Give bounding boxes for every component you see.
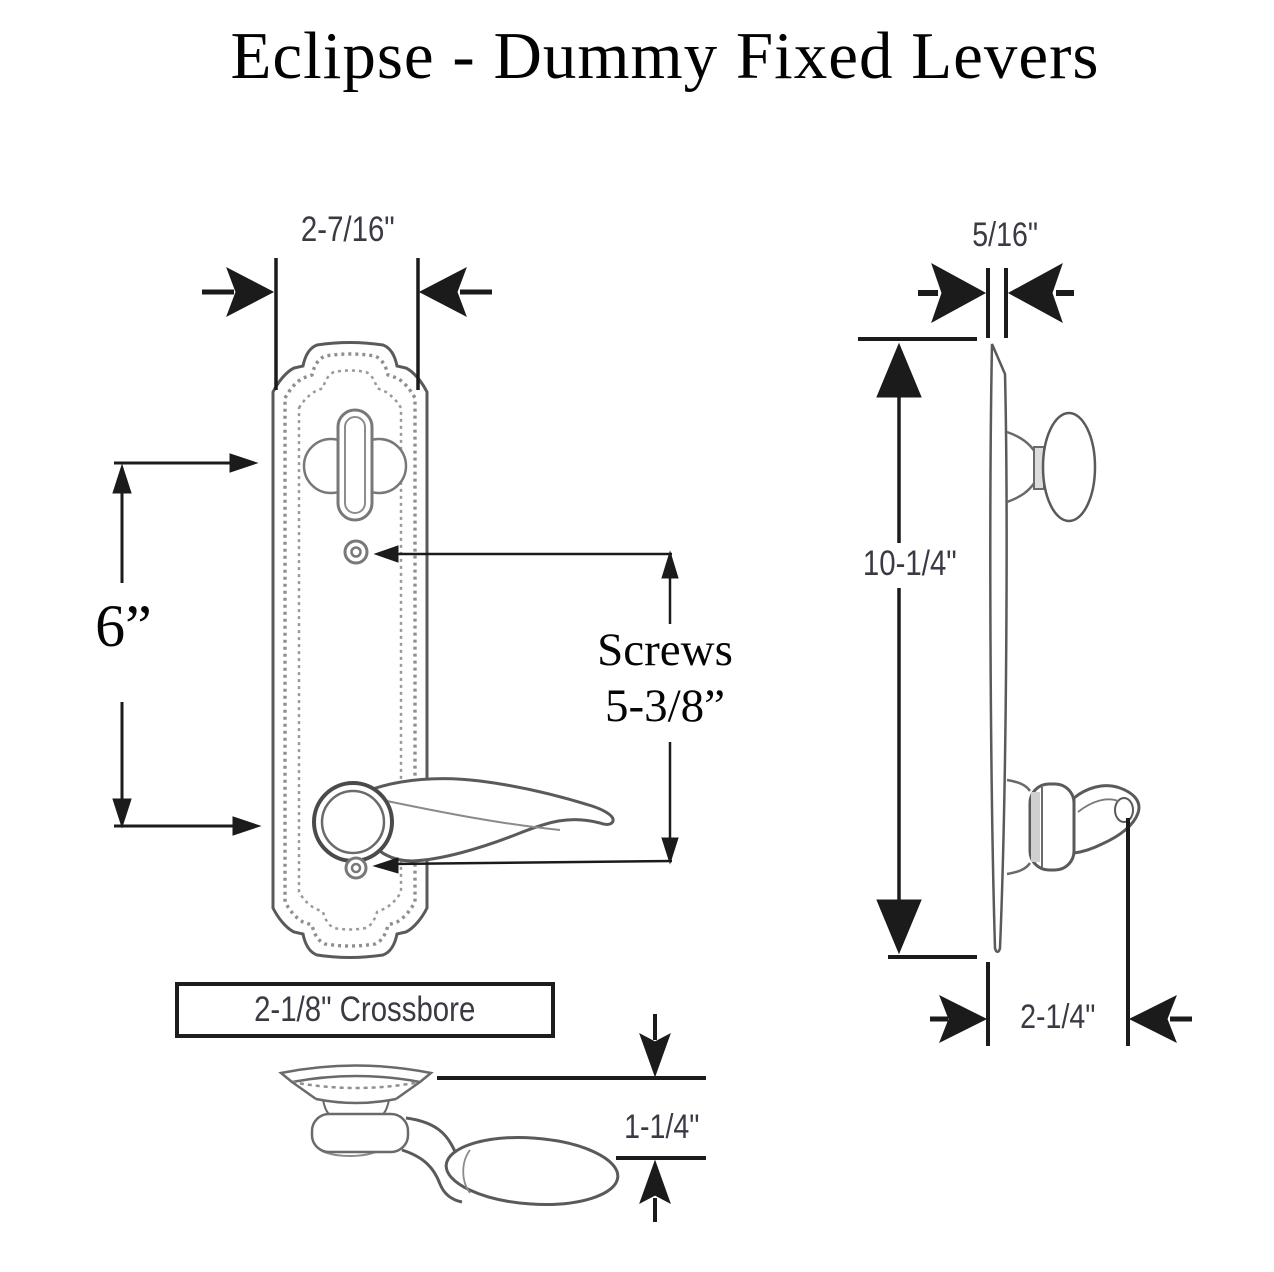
arrow-left-icon <box>418 266 467 318</box>
side-height-label: 10-1/4" <box>852 544 967 584</box>
front-height-label: 6” <box>95 593 152 659</box>
arrow-up-icon <box>639 1159 671 1205</box>
screw-hole-bottom <box>344 856 368 880</box>
arrow-up-icon <box>112 463 132 494</box>
screws-label: Screws 5-3/8” <box>585 622 745 734</box>
screws-dimension <box>372 545 679 874</box>
front-view-drawing <box>271 341 615 959</box>
end-view-lever <box>401 1116 620 1206</box>
lever-height-value: 1-1/4" <box>624 1108 700 1146</box>
arrow-right-icon <box>931 262 987 324</box>
crossbore-box: 2-1/8" Crossbore <box>175 982 555 1038</box>
lever-height-label: 1-1/4" <box>614 1108 710 1147</box>
end-view-drawing <box>278 1064 620 1206</box>
arrow-right-icon <box>939 994 988 1044</box>
arrow-down-icon <box>112 798 132 829</box>
side-thickness-dimension <box>918 262 1074 338</box>
side-thickness-label: 5/16" <box>955 216 1055 255</box>
side-knob <box>1006 411 1097 523</box>
side-thickness-value: 5/16" <box>972 216 1038 254</box>
side-depth-value: 2-1/4" <box>1020 998 1096 1036</box>
arrow-right-icon <box>229 453 259 473</box>
arrow-down-icon <box>876 899 922 955</box>
screw-hole-top <box>343 539 369 565</box>
side-depth-label: 2-1/4" <box>1008 998 1108 1037</box>
page-title: Eclipse - Dummy Fixed Levers <box>230 19 1100 93</box>
lever-grip <box>444 1136 620 1206</box>
arrow-up-icon <box>661 550 679 579</box>
arrow-up-icon <box>876 342 922 398</box>
end-lever-height-dimension <box>437 1014 706 1222</box>
screws-label-line1: Screws <box>597 624 733 676</box>
front-width-dimension <box>202 258 492 390</box>
screws-label-line2: 5-3/8” <box>604 680 726 732</box>
arrow-left-icon <box>373 545 399 563</box>
arrow-left-icon <box>1007 262 1063 324</box>
side-plate-profile <box>989 343 1008 953</box>
front-lever <box>312 777 615 863</box>
front-width-label: 2-7/16" <box>270 210 425 250</box>
arrow-right-icon <box>226 266 275 318</box>
front-height-dimension <box>112 453 262 836</box>
side-depth-dimension <box>930 818 1192 1046</box>
side-view-drawing <box>989 343 1141 953</box>
end-view-rose <box>278 1064 434 1157</box>
side-height-dimension <box>858 337 977 959</box>
front-width-value: 2-7/16" <box>300 210 395 249</box>
arrow-left-icon <box>1128 994 1177 1044</box>
crossbore-label: 2-1/8" Crossbore <box>254 990 476 1029</box>
thumbturn <box>302 408 408 522</box>
arrow-right-icon <box>232 816 262 836</box>
side-lever <box>1006 778 1141 876</box>
arrow-left-icon <box>372 857 399 874</box>
arrow-down-icon <box>661 837 679 865</box>
side-height-value: 10-1/4" <box>862 544 957 583</box>
arrow-down-icon <box>639 1032 671 1078</box>
